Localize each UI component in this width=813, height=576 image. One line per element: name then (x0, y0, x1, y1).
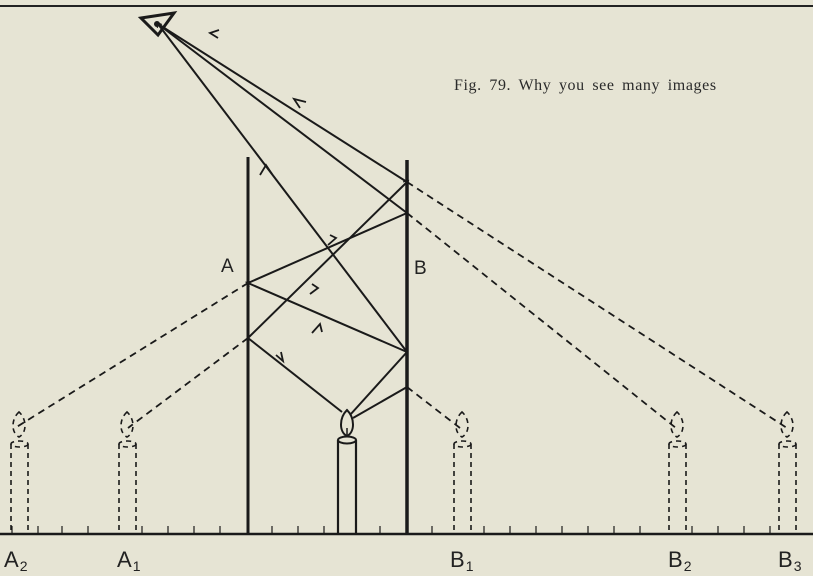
ray-arrows (210, 30, 336, 361)
image-label-main: A (117, 547, 132, 572)
candle-icon (338, 410, 356, 534)
image-label-main: B (450, 547, 465, 572)
image-label-main: A (4, 547, 19, 572)
candle-image-b2 (669, 412, 686, 534)
mirror-a-label: A (221, 257, 234, 276)
candle-image-b3 (779, 412, 796, 534)
image-label-sub: 1 (133, 558, 141, 574)
candle-image-a1 (119, 412, 136, 534)
mirror-b-label: B (414, 259, 427, 278)
candle-image-a2 (11, 412, 28, 534)
candle-image-b1 (454, 412, 471, 534)
image-label-b3: B3 (778, 549, 801, 573)
image-label-b2: B2 (668, 549, 691, 573)
image-label-main: B (778, 547, 793, 572)
image-label-sub: 1 (466, 558, 474, 574)
image-label-main: B (668, 547, 683, 572)
figure-caption: Fig. 79. Why you see many images (454, 77, 717, 95)
image-label-sub: 3 (794, 558, 802, 574)
image-label-sub: 2 (684, 558, 692, 574)
image-label-b1: B1 (450, 549, 473, 573)
image-label-a1: A1 (117, 549, 140, 573)
image-label-sub: 2 (20, 558, 28, 574)
image-label-a2: A2 (4, 549, 27, 573)
